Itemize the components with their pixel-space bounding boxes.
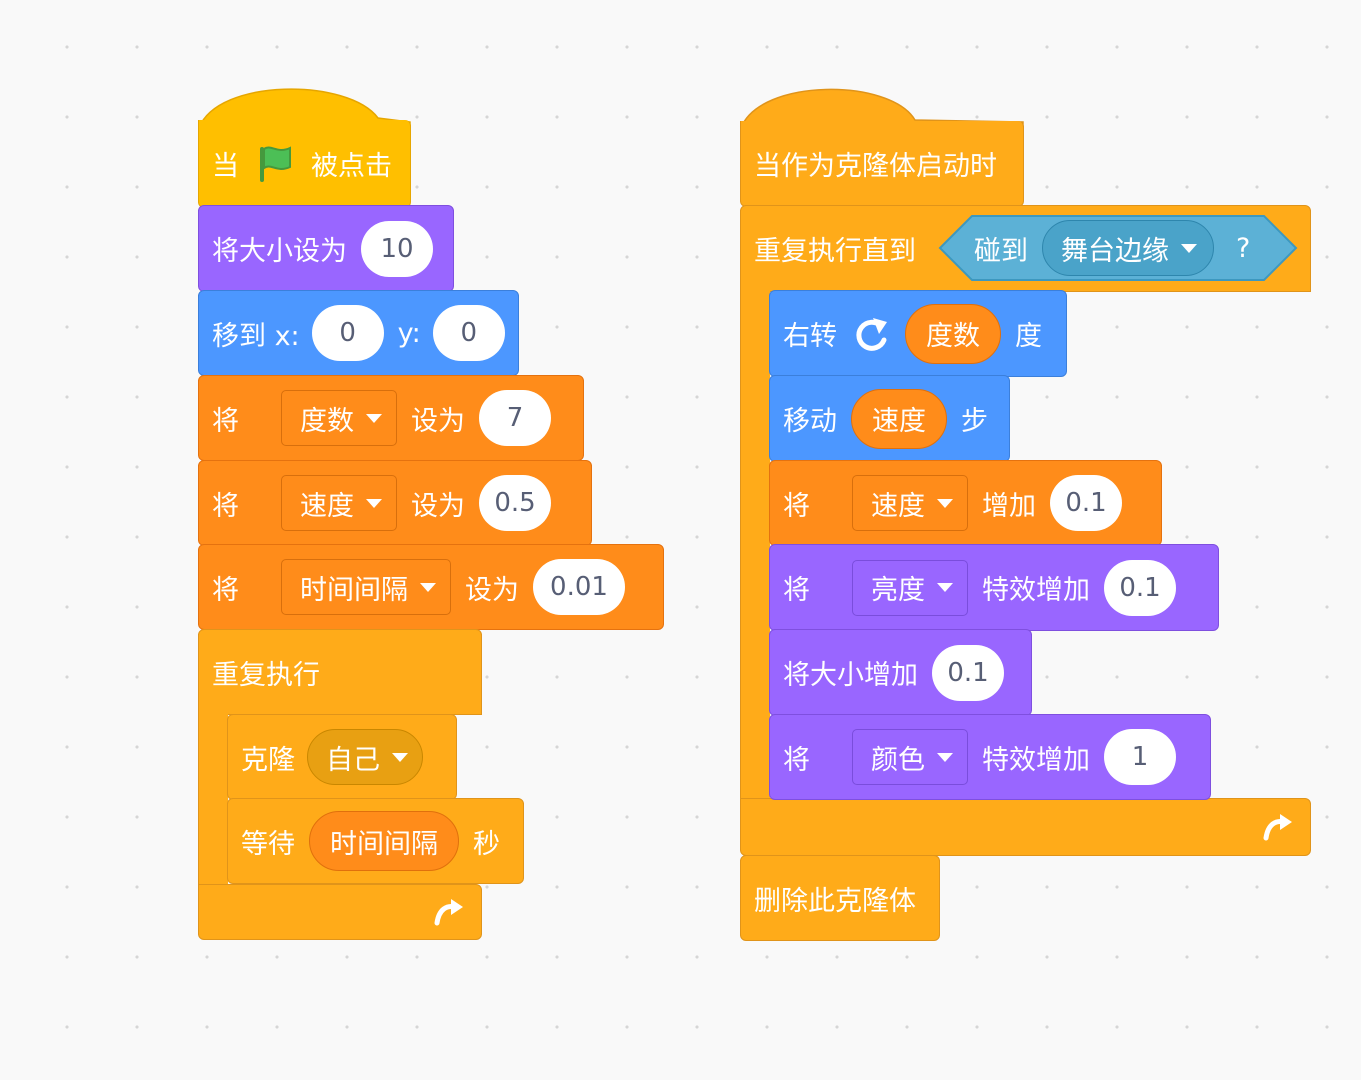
variable-dropdown[interactable]: 速度 <box>852 475 968 531</box>
change-label: 将 <box>783 490 810 522</box>
effect-value-input[interactable]: 0.1 <box>1104 559 1176 616</box>
caret-down-icon <box>937 498 953 508</box>
set-label: 将 <box>212 490 239 522</box>
when-flag-clicked-block[interactable]: 当 被点击 <box>198 120 411 208</box>
wait-label: 等待 <box>241 828 295 860</box>
create-clone-block[interactable]: 克隆 自己 <box>227 714 457 800</box>
effect-by-label: 特效增加 <box>982 744 1090 776</box>
effect-dropdown[interactable]: 亮度 <box>852 559 968 616</box>
var-value-input[interactable]: 0.5 <box>479 475 551 531</box>
caret-down-icon <box>366 413 382 423</box>
change-effect-color-block[interactable]: 将 颜色 特效增加 1 <box>769 714 1211 800</box>
y-value-input[interactable]: 0 <box>432 305 505 361</box>
touching-condition[interactable]: 碰到 舞台边缘 ? <box>938 214 1298 282</box>
caret-down-icon <box>420 582 436 592</box>
clone-start-label: 当作为克隆体启动时 <box>754 151 997 182</box>
turn-label: 右转 <box>783 321 837 352</box>
to-label: 设为 <box>411 490 465 522</box>
change-size-label: 将大小增加 <box>783 660 918 691</box>
repeat-foot <box>740 798 1311 856</box>
set-label: 将 <box>212 574 239 606</box>
clicked-label: 被点击 <box>311 151 392 182</box>
change-label: 将 <box>783 575 810 606</box>
degrees-reporter[interactable]: 度数 <box>905 303 1001 364</box>
change-size-block[interactable]: 将大小增加 0.1 <box>769 629 1032 716</box>
y-label: y: <box>397 317 421 349</box>
variable-dropdown[interactable]: 度数 <box>281 390 397 446</box>
move-steps-block[interactable]: 移动 速度 步 <box>769 375 1010 462</box>
set-var-degrees-block[interactable]: 将 度数 设为 7 <box>198 375 584 461</box>
caret-down-icon <box>366 498 382 508</box>
effect-value-input[interactable]: 1 <box>1104 729 1176 785</box>
repeat-arm <box>740 289 770 801</box>
to-label: 设为 <box>465 574 519 606</box>
effect-by-label: 特效增加 <box>982 575 1090 606</box>
set-size-label: 将大小设为 <box>212 236 347 267</box>
variable-name: 度数 <box>300 405 354 437</box>
set-var-interval-block[interactable]: 将 时间间隔 设为 0.01 <box>198 544 664 630</box>
clone-target-dropdown[interactable]: 自己 <box>307 729 423 785</box>
move-label: 移动 <box>783 406 837 437</box>
hat-cap <box>198 88 411 128</box>
change-var-speed-block[interactable]: 将 速度 增加 0.1 <box>769 460 1162 546</box>
variable-name: 时间间隔 <box>300 574 408 606</box>
forever-foot <box>198 884 482 940</box>
forever-label: 重复执行 <box>212 659 320 691</box>
clone-target: 自己 <box>326 744 380 776</box>
by-label: 增加 <box>982 490 1036 522</box>
speed-reporter[interactable]: 速度 <box>851 388 947 449</box>
caret-down-icon <box>937 583 953 592</box>
forever-arm <box>198 712 228 887</box>
set-label: 将 <box>212 405 239 437</box>
size-value-input[interactable]: 10 <box>361 220 433 277</box>
variable-dropdown[interactable]: 速度 <box>281 475 397 531</box>
when-clone-starts-block[interactable]: 当作为克隆体启动时 <box>740 121 1024 207</box>
turn-right-block[interactable]: 右转 度数 度 <box>769 290 1067 377</box>
size-change-input[interactable]: 0.1 <box>932 644 1004 701</box>
variable-name: 速度 <box>871 490 925 522</box>
touching-target: 舞台边缘 <box>1061 235 1169 267</box>
change-effect-brightness-block[interactable]: 将 亮度 特效增加 0.1 <box>769 544 1219 631</box>
caret-down-icon <box>392 752 408 762</box>
effect-name: 颜色 <box>871 744 925 776</box>
effect-name: 亮度 <box>871 575 925 606</box>
delete-clone-label: 删除此克隆体 <box>754 885 916 917</box>
green-flag-icon <box>260 145 291 182</box>
goto-xy-block[interactable]: 移到 x: 0 y: 0 <box>198 290 519 376</box>
steps-label: 步 <box>961 406 988 437</box>
change-value-input[interactable]: 0.1 <box>1050 475 1122 531</box>
hat-cap <box>740 88 1024 128</box>
question-mark: ? <box>1236 232 1251 264</box>
loop-arrow-icon <box>1263 814 1292 841</box>
to-label: 设为 <box>411 405 465 437</box>
repeat-until-label: 重复执行直到 <box>754 236 916 267</box>
seconds-label: 秒 <box>473 828 500 860</box>
rotate-right-icon <box>856 317 887 351</box>
interval-reporter[interactable]: 时间间隔 <box>309 811 459 871</box>
x-value-input[interactable]: 0 <box>311 305 384 361</box>
var-value-input[interactable]: 0.01 <box>533 559 625 615</box>
when-label: 当 <box>212 151 239 182</box>
loop-arrow-icon <box>434 899 463 926</box>
caret-down-icon <box>1181 243 1197 253</box>
set-size-block[interactable]: 将大小设为 10 <box>198 205 454 292</box>
degrees-unit-label: 度 <box>1015 321 1042 352</box>
var-value-input[interactable]: 7 <box>479 390 551 446</box>
variable-dropdown[interactable]: 时间间隔 <box>281 559 451 615</box>
effect-dropdown[interactable]: 颜色 <box>852 729 968 785</box>
change-label: 将 <box>783 744 810 776</box>
clone-label: 克隆 <box>241 744 295 776</box>
variable-name: 速度 <box>300 490 354 522</box>
goto-label: 移到 x: <box>212 320 300 352</box>
touching-label: 碰到 <box>974 235 1028 267</box>
set-var-speed-block[interactable]: 将 速度 设为 0.5 <box>198 460 592 546</box>
caret-down-icon <box>937 752 953 762</box>
wait-block[interactable]: 等待 时间间隔 秒 <box>227 798 524 884</box>
touching-target-dropdown[interactable]: 舞台边缘 <box>1042 220 1214 276</box>
forever-block[interactable]: 重复执行 <box>198 629 482 715</box>
delete-clone-block[interactable]: 删除此克隆体 <box>740 855 940 941</box>
